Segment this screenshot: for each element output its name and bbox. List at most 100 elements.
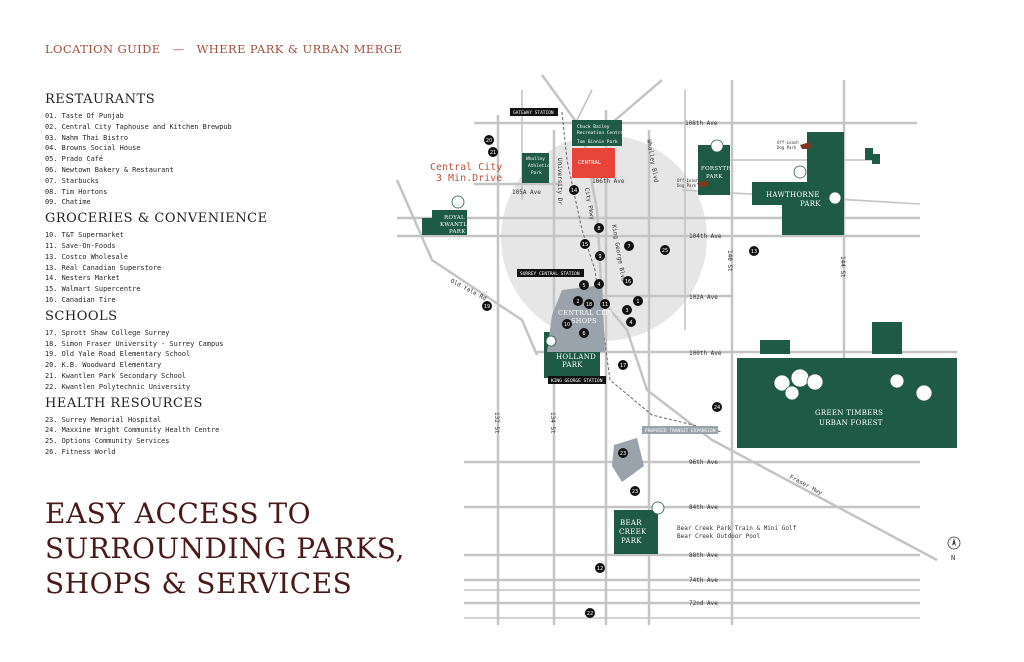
central-city-callout-2: 3 Min.Drive: [436, 173, 502, 184]
map-marker-number: 4: [629, 320, 632, 326]
map-marker-number: 20: [486, 138, 492, 144]
hospital-area: [612, 438, 644, 482]
map-marker[interactable]: [600, 299, 610, 309]
map-marker[interactable]: [562, 319, 572, 329]
whalley-park-label-3: Park: [531, 170, 542, 176]
map-marker[interactable]: [482, 301, 492, 311]
legend-item: 20. K.B. Woodward Elementary: [45, 361, 162, 370]
transit-expansion: PROPOSED TRANSIT EXPANSION: [645, 428, 716, 434]
central-building: [572, 148, 615, 178]
bear-label-2: CREEK: [619, 528, 647, 536]
map-marker[interactable]: [595, 563, 605, 573]
legend-section-title: SCHOOLS: [45, 308, 118, 324]
legend-item: 03. Nahm Thai Bistro: [45, 133, 128, 142]
tagline-line-2: SURROUNDING PARKS,: [45, 532, 405, 565]
map-marker-number: 17: [620, 363, 626, 369]
street-96: 96th Ave: [689, 459, 718, 466]
map-marker-number: 22: [587, 611, 593, 617]
legend-section-title: HEALTH RESOURCES: [45, 395, 203, 411]
tom-binnie-label: Tom Binnie Park: [577, 139, 618, 145]
street-140: 140 St: [726, 250, 733, 272]
map-marker-number: 16: [625, 279, 631, 285]
legend-item: 16. Canadian Tire: [45, 295, 116, 304]
dog-icons: [697, 142, 812, 187]
map-marker-number: 19: [484, 304, 490, 310]
legend-item: 13. Real Canadian Superstore: [45, 263, 162, 272]
surrey-central-station: SURREY CENTRAL STATION: [520, 271, 580, 277]
bear-label-3: PARK: [621, 537, 642, 545]
map-marker-number: 5: [582, 283, 585, 289]
street-104: 104th Ave: [689, 233, 722, 240]
legend-item: 24. Maxxine Wright Community Health Cent…: [45, 426, 220, 435]
legend-item: 19. Old Yale Road Elementary School: [45, 350, 191, 359]
map-marker[interactable]: [595, 251, 605, 261]
map-marker[interactable]: [618, 360, 628, 370]
tagline-line-3: SHOPS & SERVICES: [45, 567, 353, 600]
park-parcel-b: [872, 154, 880, 164]
header-subtitle: WHERE PARK & URBAN MERGE: [196, 42, 403, 56]
green-timbers-parcel-b: [872, 322, 902, 354]
map-marker[interactable]: [624, 241, 634, 251]
legend-item: 13. Costco Wholesale: [45, 252, 128, 261]
map-marker-number: 8: [597, 226, 600, 232]
header-title: LOCATION GUIDE: [45, 42, 161, 56]
street-88: 88th Ave: [689, 552, 718, 559]
map-marker[interactable]: [594, 279, 604, 289]
offleash-label-2: Dog Park: [777, 145, 797, 150]
legend-section-title: RESTAURANTS: [45, 92, 156, 107]
bear-label-1: BEAR: [620, 519, 642, 527]
legend-item: 09. Chatime: [45, 198, 91, 207]
map-marker[interactable]: [630, 486, 640, 496]
area-map[interactable]: Whalley Athletic Park Chuck Bailey Recre…: [392, 70, 972, 630]
gateway-station: GATEWAY STATION: [513, 110, 554, 116]
page-header: LOCATION GUIDE — WHERE PARK & URBAN MERG…: [45, 42, 402, 56]
map-marker[interactable]: [580, 239, 590, 249]
map-marker-number: 14: [571, 188, 577, 194]
bear-note-1: Bear Creek Park Train & Mini Golf: [677, 525, 797, 532]
whalley-athletic-park: [522, 153, 549, 183]
chuck-label-2: Recreation Centre: [577, 130, 623, 136]
map-marker[interactable]: [573, 296, 583, 306]
offleash-label-1: Off-Leash: [777, 140, 799, 145]
map-marker[interactable]: [594, 223, 604, 233]
map-marker[interactable]: [579, 328, 589, 338]
map-marker-number: 6: [582, 331, 585, 337]
map-marker[interactable]: [585, 608, 595, 618]
street-72: 72nd Ave: [689, 600, 718, 607]
map-marker[interactable]: [569, 185, 579, 195]
whalley-park-label-2: Athletic: [528, 163, 550, 169]
map-marker[interactable]: [579, 280, 589, 290]
map-marker[interactable]: [749, 246, 759, 256]
map-marker[interactable]: [584, 299, 594, 309]
holland-label-2: PARK: [562, 361, 583, 369]
street-fraser: Fraser Hwy: [788, 474, 824, 497]
map-marker[interactable]: [488, 147, 498, 157]
map-marker-number: 13: [751, 249, 757, 255]
hawthorne-label-1: HAWTHORNE: [766, 191, 820, 199]
street-108: 108th Ave: [685, 120, 718, 127]
map-marker-number: 23: [632, 489, 638, 495]
central-label: CENTRAL: [578, 160, 602, 166]
legend-item: 18. Simon Fraser University - Surrey Cam…: [45, 339, 224, 348]
hawthorne-label-2: PARK: [800, 200, 821, 208]
legend-item: 26. Fitness World: [45, 447, 116, 456]
map-marker[interactable]: [633, 296, 643, 306]
central-city-callout-1: Central City: [430, 162, 502, 173]
legend-item: 05. Prado Café: [45, 155, 104, 164]
map-marker[interactable]: [623, 276, 633, 286]
map-marker[interactable]: [484, 135, 494, 145]
legend-item: 15. Walmart Supercentre: [45, 285, 141, 294]
street-144: 144 St: [839, 256, 846, 278]
map-marker[interactable]: [626, 317, 636, 327]
map-marker[interactable]: [622, 305, 632, 315]
map-marker-number: 12: [597, 566, 603, 572]
map-marker[interactable]: [660, 245, 670, 255]
green-label-2: URBAN FOREST: [819, 419, 883, 427]
map-marker[interactable]: [618, 448, 628, 458]
north-arrow-needle: [952, 538, 956, 546]
legend-item: 17. Sprott Shaw College Surrey: [45, 328, 170, 337]
map-marker[interactable]: [712, 402, 722, 412]
legend-item: 25. Options Community Services: [45, 437, 170, 446]
